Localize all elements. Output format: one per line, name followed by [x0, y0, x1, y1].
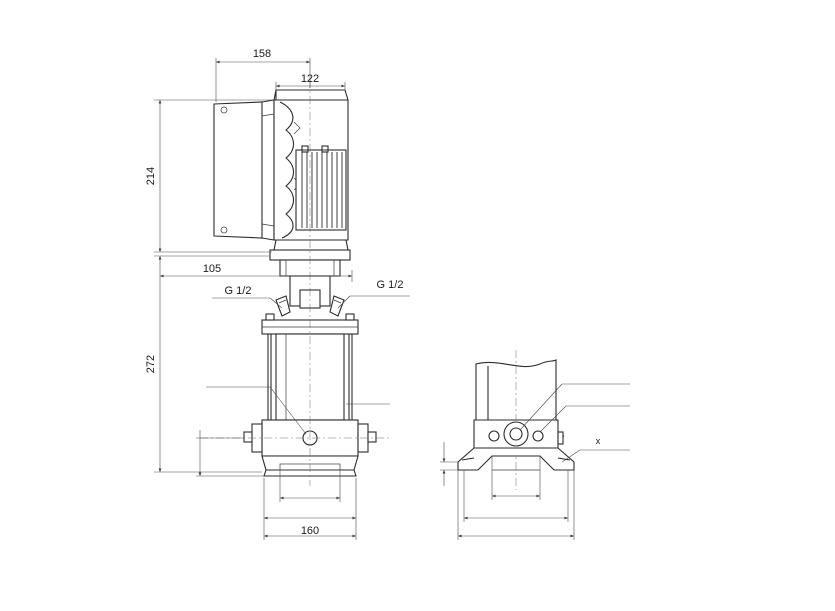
front-view — [200, 80, 410, 486]
terminal-box — [213, 99, 275, 241]
front-dimensions: 158 122 214 105 272 160 G 1/2 G 1/2 — [145, 48, 403, 540]
dim-105: 105 — [203, 263, 221, 275]
dim-158: 158 — [253, 48, 271, 60]
label-g12-right: G 1/2 — [377, 279, 404, 291]
label-x-marker: x — [596, 436, 601, 446]
motor-housing — [273, 89, 349, 251]
gauge-ports — [275, 295, 345, 317]
dim-122: 122 — [301, 73, 319, 85]
dim-272: 272 — [145, 355, 157, 373]
label-g12-left: G 1/2 — [225, 285, 252, 297]
dim-214: 214 — [145, 167, 157, 185]
side-view: x — [440, 350, 630, 540]
dim-160: 160 — [301, 525, 319, 537]
